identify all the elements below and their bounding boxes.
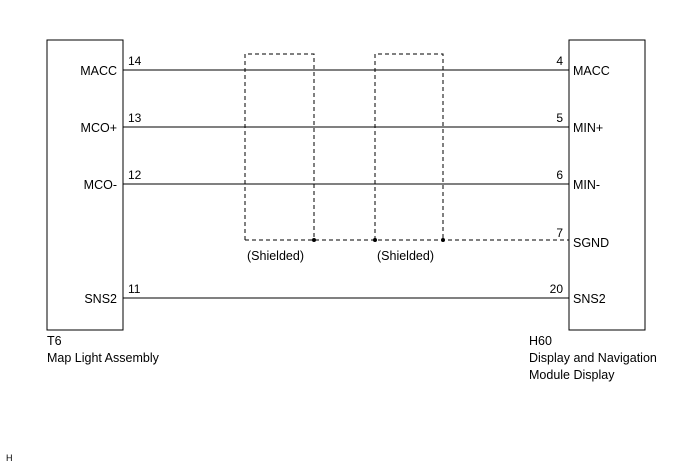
shield-1-junction-dot xyxy=(312,238,316,242)
left-connector-code: T6 xyxy=(47,334,62,348)
left-terminal-label: MCO+ xyxy=(81,121,117,135)
right-connector-name-line2: Module Display xyxy=(529,368,615,382)
left-connector-name: Map Light Assembly xyxy=(47,351,160,365)
left-pin-number: 13 xyxy=(128,111,142,125)
shield-2-outline xyxy=(374,53,444,240)
right-terminal-label: MIN- xyxy=(573,178,600,192)
right-terminal-label: SNS2 xyxy=(573,292,606,306)
right-pin-number: 5 xyxy=(556,111,563,125)
right-pin-number: 7 xyxy=(556,226,563,240)
footer-mark: H xyxy=(6,453,13,463)
right-terminal-label: MIN+ xyxy=(573,121,603,135)
right-pin-number: 6 xyxy=(556,168,563,182)
right-connector-box xyxy=(568,39,646,331)
right-connector-code: H60 xyxy=(529,334,552,348)
left-pin-number: 14 xyxy=(128,54,142,68)
left-terminal-label: MCO- xyxy=(84,178,117,192)
left-pin-number: 12 xyxy=(128,168,142,182)
left-connector-box xyxy=(46,39,124,331)
left-pin-number: 11 xyxy=(128,282,141,296)
right-pin-number: 4 xyxy=(556,54,563,68)
shield-1-label: (Shielded) xyxy=(247,249,304,263)
right-connector-name-line1: Display and Navigation xyxy=(529,351,657,365)
right-pin-number: 20 xyxy=(550,282,564,296)
left-terminal-label: SNS2 xyxy=(84,292,117,306)
left-terminal-label: MACC xyxy=(80,64,117,78)
shield-2-label: (Shielded) xyxy=(377,249,434,263)
right-terminal-label: MACC xyxy=(573,64,610,78)
shield-2-junction-right-dot xyxy=(441,238,445,242)
shield-1-outline xyxy=(244,53,315,240)
right-terminal-label: SGND xyxy=(573,236,609,250)
shield-2-junction-left-dot xyxy=(373,238,377,242)
